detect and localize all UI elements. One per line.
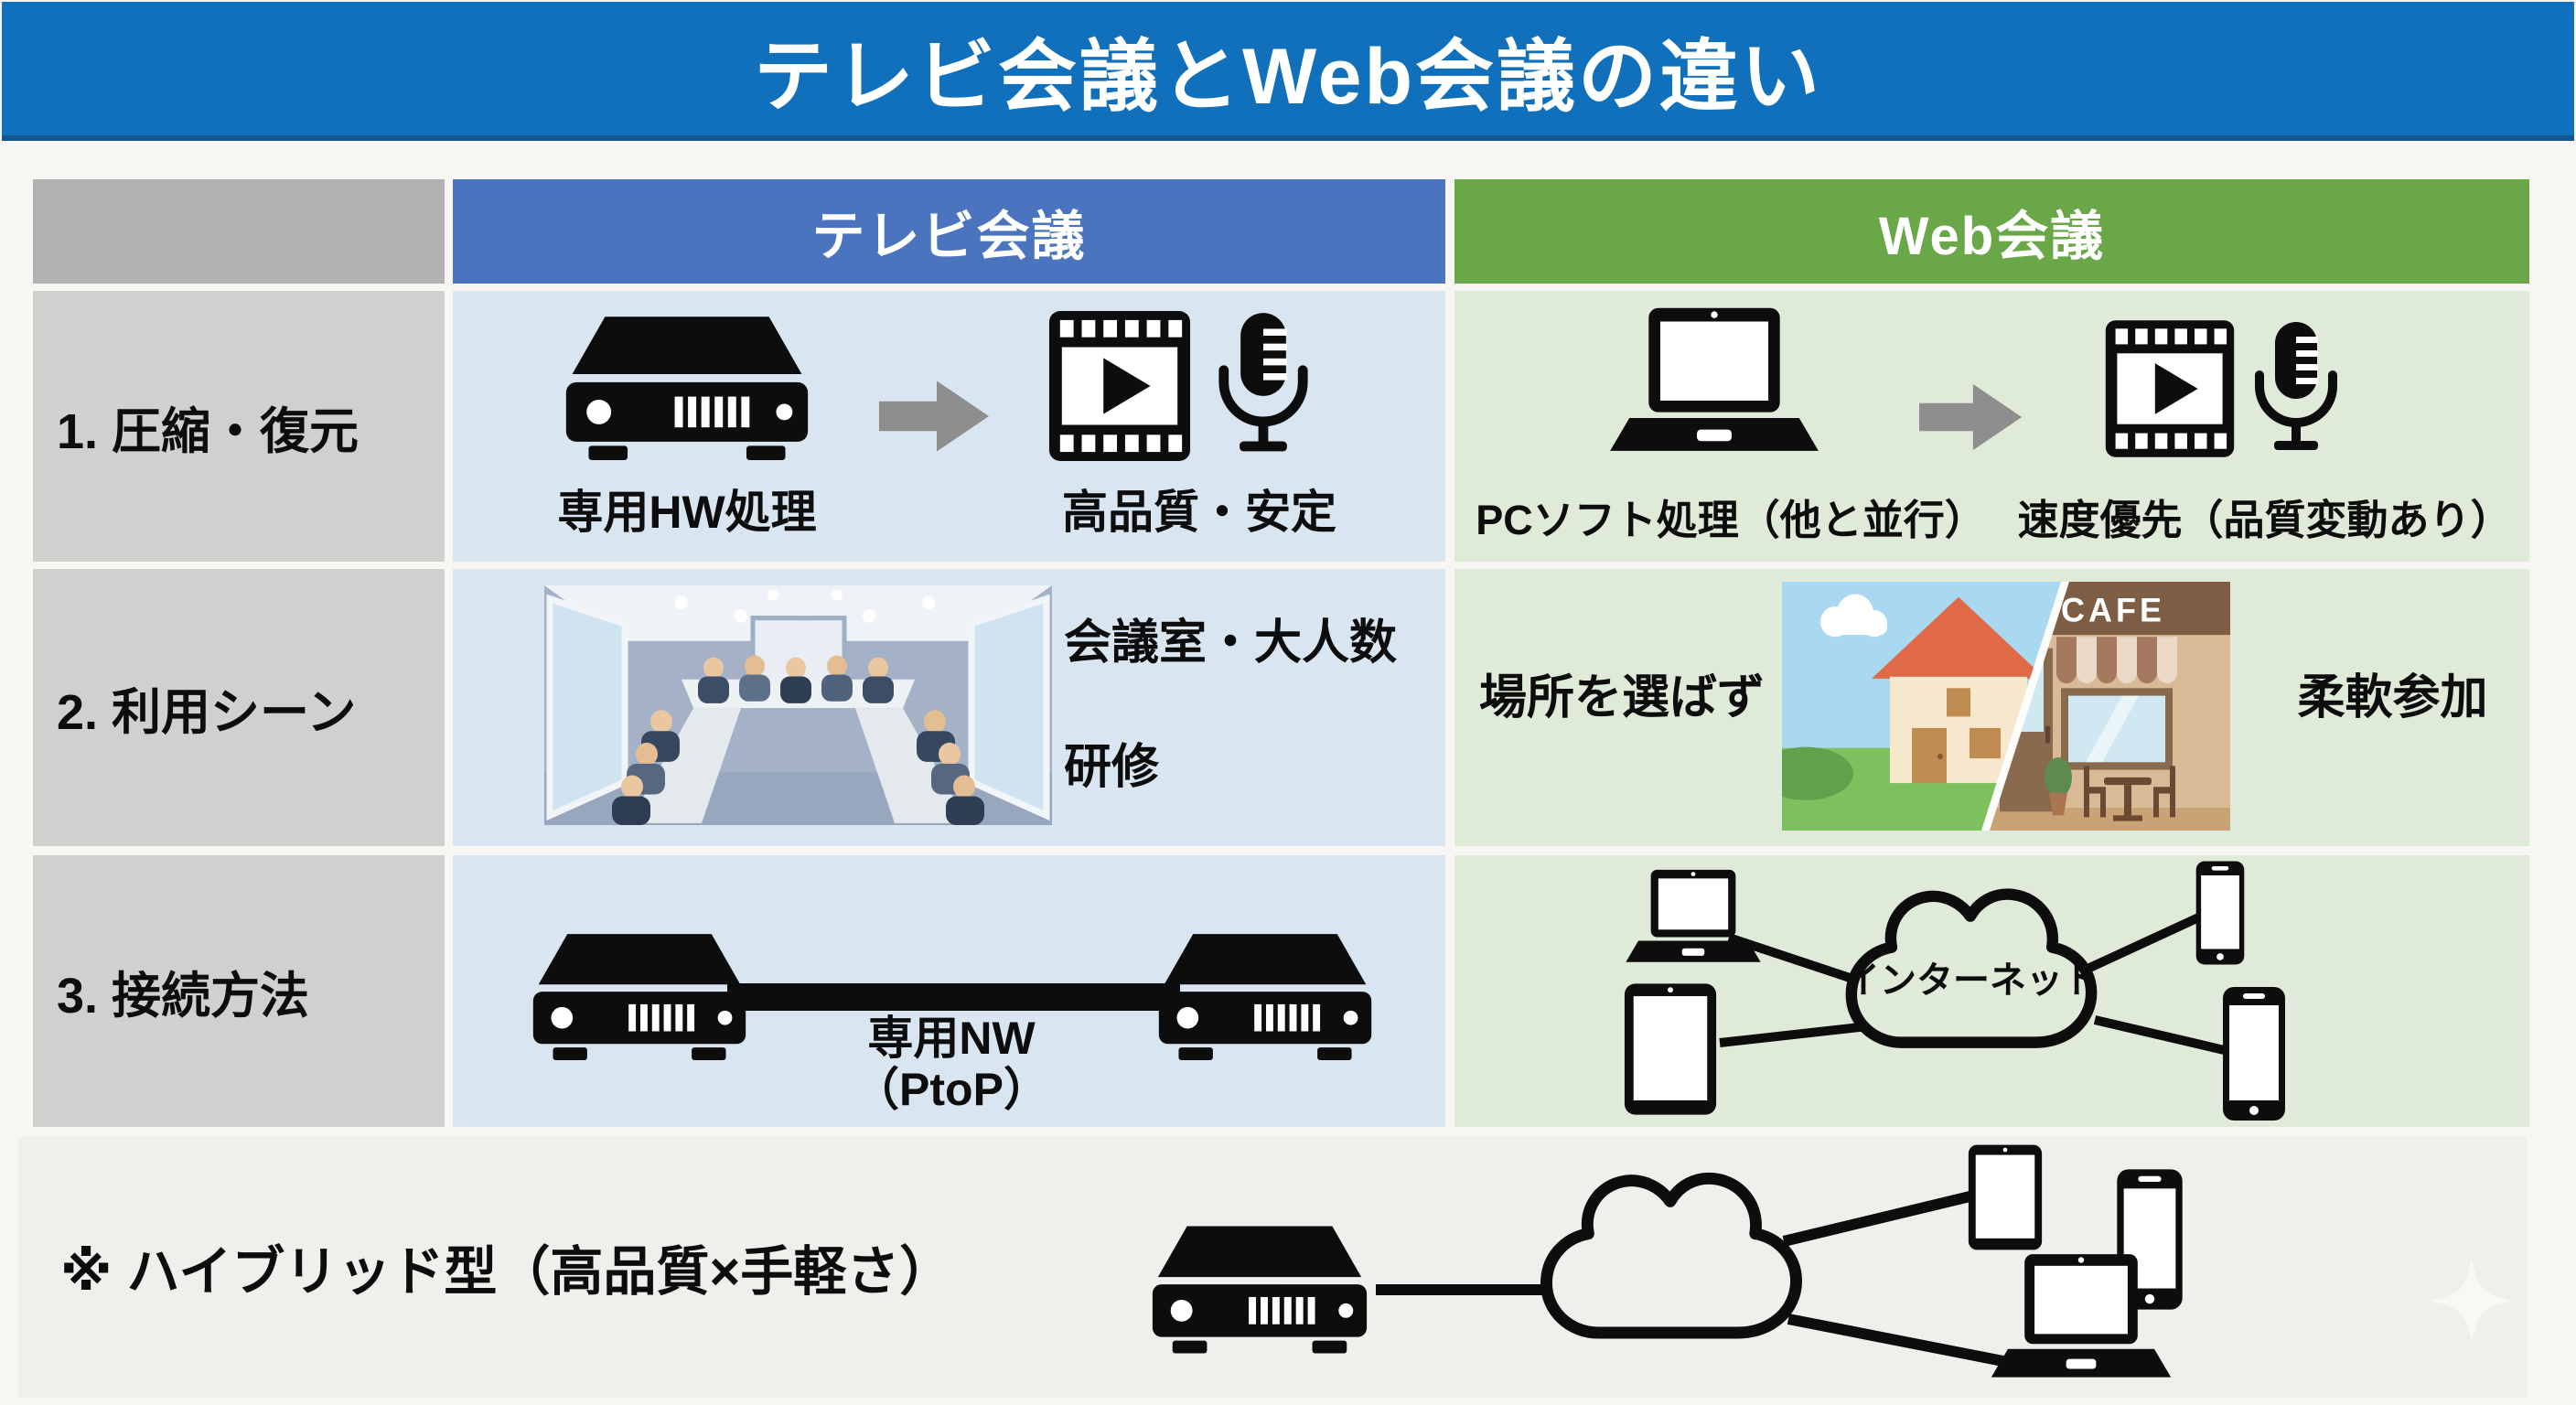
cell-tv-compression: 専用HW処理 高品質・安定: [453, 291, 1445, 562]
header-empty-cell: [33, 179, 445, 284]
sparkle-icon: [2430, 1259, 2514, 1343]
cell-web-compression: PCソフト処理（他と並行） 速度優先（品質変動あり）: [1454, 291, 2529, 562]
smartphone-icon: [2223, 987, 2285, 1121]
caption-training: 研修: [1064, 741, 1160, 794]
people-silhouettes: [612, 655, 984, 825]
cafe-sign-text: CAFE: [2061, 591, 2165, 629]
row-label-usage-scene: 2. 利用シーン: [33, 569, 445, 846]
header-web-conference: Web会議: [1454, 179, 2529, 284]
smartphone-icon: [2195, 861, 2245, 965]
caption-speed-priority: 速度優先（品質変動あり）: [2017, 497, 2512, 543]
row-label-connection: 3. 接続方法: [33, 855, 445, 1127]
caption-meeting-room: 会議室・大人数: [1064, 617, 1398, 670]
row-label-text: 2. 利用シーン: [57, 685, 357, 740]
codec-device-icon: [522, 932, 757, 1067]
home-cafe-illustration: CAFE: [1782, 582, 2230, 831]
hybrid-topology-diagram: [1152, 1144, 2514, 1378]
caption-dedicated-network-line2: （PtoP）: [853, 1064, 1049, 1115]
conference-room-illustration: [544, 585, 1052, 825]
microphone-icon: [2250, 320, 2342, 457]
caption-any-location: 場所を選ばず: [1478, 671, 1765, 724]
caption-flexible-join: 柔軟参加: [2297, 671, 2488, 724]
row-label-compression: 1. 圧縮・復元: [33, 291, 445, 562]
arrow-right-icon: [1919, 382, 2023, 452]
row-label-text: 1. 圧縮・復元: [57, 403, 360, 459]
caption-dedicated-network-line1: 専用NW: [867, 1013, 1036, 1064]
microphone-icon: [1214, 311, 1313, 459]
cell-tv-usage: 会議室・大人数 研修: [453, 569, 1445, 846]
hybrid-note: ※ ハイブリッド型（高品質×手軽さ）: [60, 1242, 953, 1302]
title-bar: テレビ会議とWeb会議の違い: [2, 2, 2574, 141]
codec-device-icon: [1148, 932, 1382, 1067]
cafe-table-chairs: [2084, 766, 2175, 821]
tablet-icon: [1624, 983, 1717, 1115]
film-strip-icon: [2104, 318, 2236, 459]
codec-device-icon: [1152, 1226, 1368, 1354]
cell-web-connection: インターネット: [1454, 855, 2529, 1127]
header-tv-label: テレビ会議: [811, 207, 1087, 266]
footer-hybrid-panel: ※ ハイブリッド型（高品質×手軽さ）: [18, 1136, 2528, 1398]
internet-cloud-icon: [1546, 1178, 1796, 1333]
ptop-link-line: [727, 983, 1180, 1011]
film-strip-icon: [1047, 309, 1192, 463]
connection-lines: [1376, 1187, 2023, 1370]
page-title: テレビ会議とWeb会議の違い: [754, 32, 1822, 121]
laptop-icon: [1608, 306, 1820, 461]
cell-tv-connection: 専用NW （PtoP）: [453, 855, 1445, 1127]
caption-dedicated-network: 専用NW （PtoP）: [799, 1013, 1104, 1115]
caption-pc-software: PCソフト処理（他と並行）: [1476, 497, 1986, 543]
tablet-icon: [1968, 1144, 2043, 1250]
internet-topology-diagram: インターネット: [1624, 861, 2285, 1121]
header-tv-conference: テレビ会議: [453, 179, 1445, 284]
row-label-text: 3. 接続方法: [57, 969, 310, 1024]
codec-device-icon: [553, 315, 821, 468]
laptop-icon: [1626, 869, 1761, 962]
arrow-right-icon: [879, 379, 991, 454]
caption-dedicated-hw: 専用HW処理: [557, 487, 817, 538]
internet-cloud-label: インターネット: [1843, 960, 2099, 1001]
cell-web-usage: 場所を選ばず CAFE: [1454, 569, 2529, 846]
cafe-awning: [2056, 637, 2177, 684]
header-web-label: Web会議: [1878, 207, 2106, 266]
caption-high-quality: 高品質・安定: [1062, 487, 1336, 538]
